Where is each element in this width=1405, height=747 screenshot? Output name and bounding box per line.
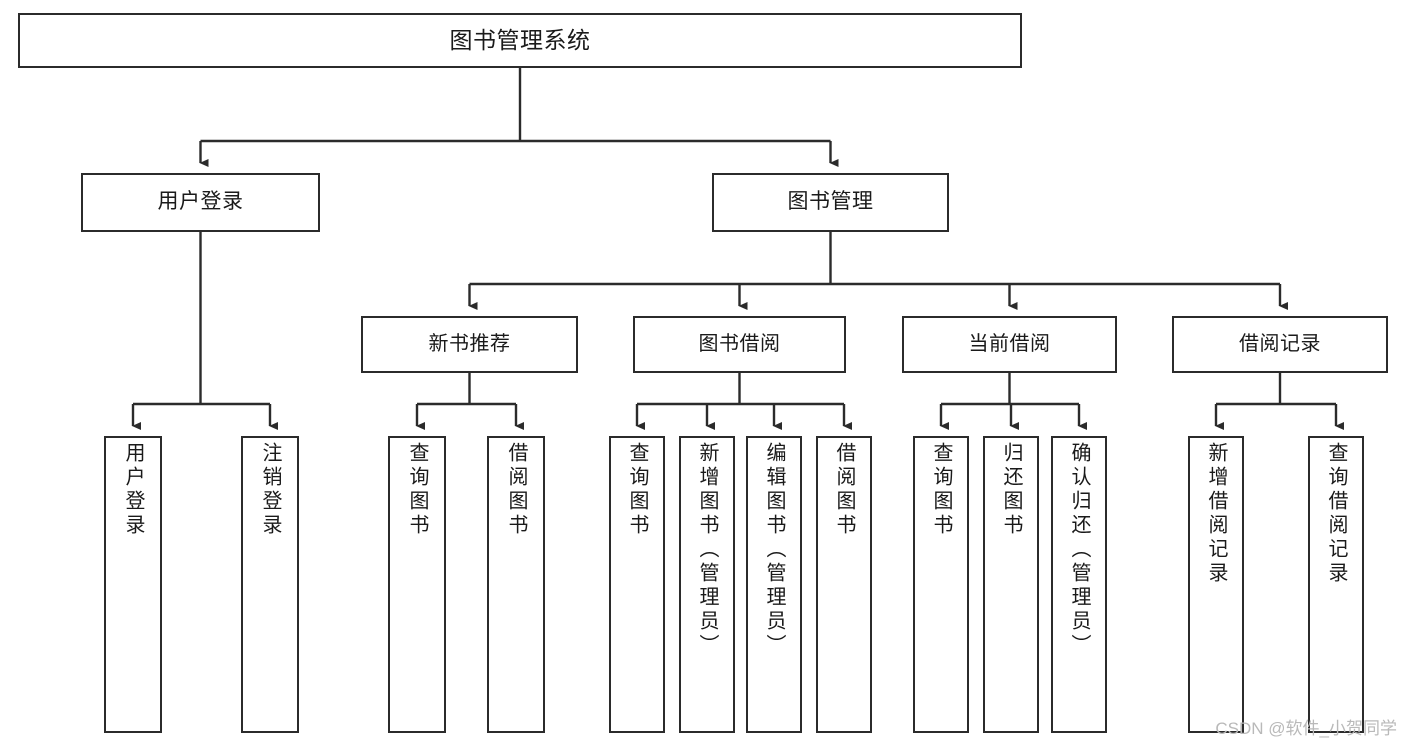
node-label: 查询图书	[626, 442, 648, 538]
node-leaf-9[interactable]: 查询图书	[913, 436, 969, 733]
node-leaf-4[interactable]: 借阅图书	[487, 436, 545, 733]
node-leaf-8[interactable]: 借阅图书	[816, 436, 872, 733]
node-leaf-5[interactable]: 查询图书	[609, 436, 665, 733]
node-leaf-1[interactable]: 用户登录	[104, 436, 162, 733]
node-label: 查询图书	[406, 442, 428, 538]
node-newbook[interactable]: 新书推荐	[361, 316, 578, 373]
node-leaf-10[interactable]: 归还图书	[983, 436, 1039, 733]
node-label: 图书借阅	[698, 333, 781, 355]
node-leaf-11[interactable]: 确认归还（管理员）	[1051, 436, 1107, 733]
node-current[interactable]: 当前借阅	[902, 316, 1117, 373]
node-label: 用户登录	[122, 442, 144, 538]
node-label: 借阅图书	[505, 442, 527, 538]
node-leaf-7[interactable]: 编辑图书（管理员）	[746, 436, 802, 733]
node-label: 确认归还（管理员）	[1068, 442, 1090, 658]
node-label: 查询图书	[930, 442, 952, 538]
node-label: 借阅记录	[1239, 333, 1321, 355]
node-label: 编辑图书（管理员）	[763, 442, 785, 658]
node-label: 归还图书	[1000, 442, 1022, 538]
node-leaf-13[interactable]: 查询借阅记录	[1308, 436, 1364, 733]
node-bookmgmt[interactable]: 图书管理	[712, 173, 949, 232]
node-login[interactable]: 用户登录	[81, 173, 320, 232]
node-label: 新增图书（管理员）	[696, 442, 718, 658]
node-label: 借阅图书	[833, 442, 855, 538]
node-label: 新增借阅记录	[1205, 442, 1227, 586]
node-leaf-3[interactable]: 查询图书	[388, 436, 446, 733]
node-label: 图书管理	[787, 190, 874, 214]
node-label: 图书管理系统	[449, 27, 591, 54]
node-label: 查询借阅记录	[1325, 442, 1347, 586]
node-leaf-6[interactable]: 新增图书（管理员）	[679, 436, 735, 733]
node-label: 新书推荐	[428, 333, 511, 355]
node-label: 注销登录	[259, 442, 281, 538]
node-leaf-12[interactable]: 新增借阅记录	[1188, 436, 1244, 733]
node-label: 用户登录	[157, 190, 244, 214]
node-label: 当前借阅	[968, 333, 1051, 355]
node-leaf-2[interactable]: 注销登录	[241, 436, 299, 733]
node-borrow[interactable]: 图书借阅	[633, 316, 846, 373]
node-record[interactable]: 借阅记录	[1172, 316, 1388, 373]
node-root[interactable]: 图书管理系统	[18, 13, 1022, 68]
